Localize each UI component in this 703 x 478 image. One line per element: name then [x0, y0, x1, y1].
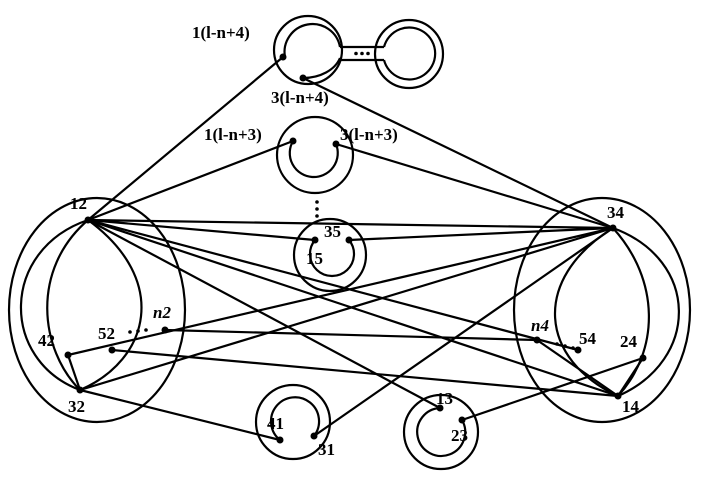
- node-12: [84, 216, 92, 224]
- right-cluster: [512, 196, 692, 424]
- top-loop-right-outer: [373, 18, 445, 90]
- label-32: 32: [68, 397, 85, 416]
- node-34: [609, 224, 617, 232]
- top-loop-right-inner: [382, 26, 437, 81]
- top-loop-left-inner: [283, 22, 342, 58]
- labels: 1(l-n+4) 3(l-n+4) 1(l-n+3) 3(l-n+3) 12 3…: [38, 23, 640, 459]
- label-mid-loop-a: 1(l-n+3): [204, 125, 262, 144]
- node-n2: [161, 326, 169, 334]
- top-loop-bridge-dot-1: [354, 51, 358, 56]
- left-dots-2: [136, 329, 140, 333]
- edge-42-32: [66, 354, 82, 391]
- right-lens-left: [553, 227, 619, 397]
- vertical-dot-2: [315, 207, 319, 211]
- label-54: 54: [579, 329, 597, 348]
- node-42: [64, 351, 72, 359]
- edge-12-13: [87, 219, 441, 409]
- mid-loop-group: [275, 115, 355, 218]
- node-n4: [533, 336, 541, 344]
- bottom-right-loop-inner: [416, 406, 467, 457]
- label-15: 15: [306, 249, 323, 268]
- label-13: 13: [436, 389, 453, 408]
- node-54: [574, 346, 582, 354]
- label-14: 14: [622, 397, 640, 416]
- label-23: 23: [451, 426, 468, 445]
- node-14: [614, 392, 622, 400]
- left-dots-1: [128, 330, 132, 334]
- label-mid-loop-b: 3(l-n+3): [340, 125, 398, 144]
- edge-52-14: [111, 348, 619, 398]
- center-loop-inner: [308, 239, 356, 278]
- edge-12-34: [87, 218, 614, 230]
- center-loop-outer: [292, 217, 368, 293]
- right-outer-ellipse: [512, 196, 692, 424]
- left-lens-mid: [46, 219, 89, 391]
- vertical-dot-1: [315, 200, 319, 204]
- right-dots-3: [571, 346, 575, 350]
- edge-n4-14: [536, 339, 619, 397]
- label-top-loop-a: 1(l-n+4): [192, 23, 250, 42]
- bottom-left-loop-outer: [254, 383, 332, 461]
- left-outer-ellipse: [7, 196, 187, 424]
- label-24: 24: [620, 332, 638, 351]
- right-lens-mid: [612, 227, 650, 397]
- edge-24-14: [617, 357, 644, 397]
- edge-42-34: [67, 226, 614, 357]
- label-n2: n2: [153, 303, 171, 322]
- bottom-right-loop-outer: [402, 393, 480, 471]
- left-cluster: [7, 196, 187, 424]
- edges: [66, 56, 644, 442]
- label-35: 35: [324, 222, 341, 241]
- bottom-right-loop-group: [402, 393, 480, 471]
- edge-32-34: [79, 226, 614, 392]
- mid-loop-outer: [275, 115, 355, 195]
- bottom-left-loop-inner: [269, 396, 321, 441]
- top-loop-bridge-dot-3: [366, 51, 370, 56]
- edge-12-15: [87, 218, 316, 242]
- mid-loop-inner: [288, 140, 339, 179]
- top-loop-group: [272, 14, 445, 90]
- label-52: 52: [98, 324, 115, 343]
- right-dots-1: [555, 342, 559, 346]
- label-12: 12: [70, 194, 87, 213]
- node-24: [639, 354, 647, 362]
- edge-mid3-34: [335, 142, 614, 230]
- edge-35-34: [348, 226, 614, 242]
- edge-12-mid1: [87, 139, 294, 222]
- label-42: 42: [38, 331, 55, 350]
- node-32: [76, 386, 84, 394]
- top-loop-left-inner-tail: [302, 57, 342, 80]
- label-top-loop-b: 3(l-n+4): [271, 88, 329, 107]
- top-loop-left-outer: [272, 14, 344, 86]
- edge-32-41: [79, 388, 281, 442]
- edge-12-top1: [87, 56, 284, 221]
- left-dots-3: [144, 328, 148, 332]
- node-52: [108, 346, 116, 354]
- vertical-dot-3: [315, 214, 319, 218]
- edge-12-54: [87, 218, 579, 352]
- left-lens-outer: [19, 218, 89, 392]
- left-lens-right: [79, 219, 143, 392]
- top-loop-bridge-dot-2: [360, 51, 364, 56]
- dotted-separators: [128, 328, 575, 350]
- label-31: 31: [318, 440, 335, 459]
- right-dots-2: [563, 344, 567, 348]
- label-41: 41: [267, 414, 284, 433]
- edge-n2-n4: [164, 328, 538, 342]
- edge-31-34: [313, 227, 614, 437]
- label-n4: n4: [531, 316, 549, 335]
- cluster-nodes: [64, 216, 647, 400]
- right-lens-outer: [612, 226, 680, 398]
- edge-top3-34: [302, 77, 614, 229]
- label-34: 34: [607, 203, 625, 222]
